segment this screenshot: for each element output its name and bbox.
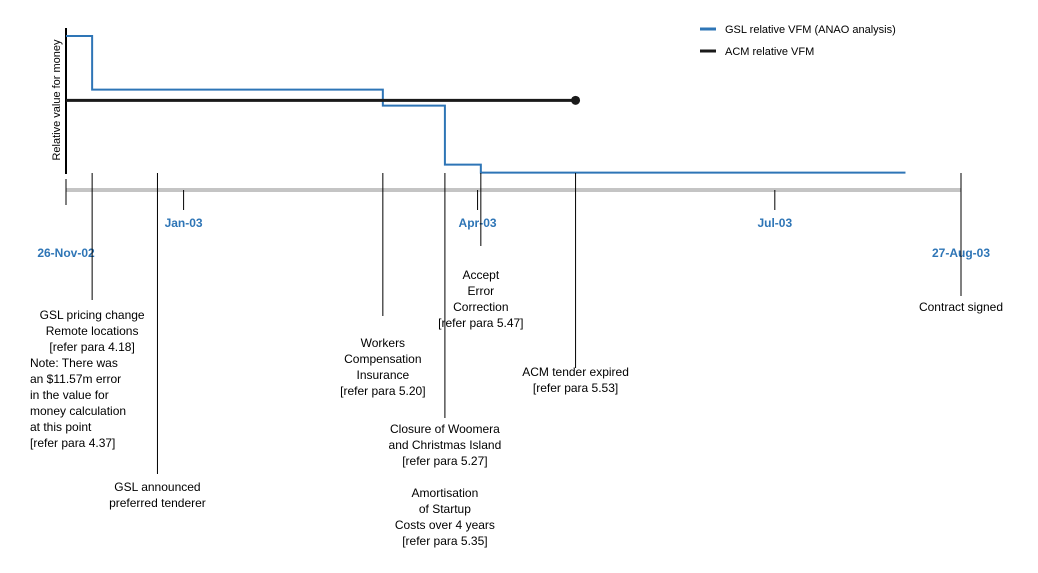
annotation-text: [refer para 5.53] (533, 381, 618, 395)
tick-label: Apr-03 (459, 216, 497, 230)
annotation-text: Workers (361, 336, 405, 350)
annotation-text: ACM tender expired (522, 365, 629, 379)
series-group (66, 35, 906, 174)
annotation-text: [refer para 5.47] (438, 316, 523, 330)
annotation-text: and Christmas Island (389, 438, 502, 452)
annotation-note-text: at this point (30, 420, 92, 434)
annotation-text: [refer para 4.18] (49, 340, 134, 354)
annotation-text: Amortisation (412, 486, 479, 500)
tick-label: Jan-03 (165, 216, 203, 230)
axes-group: Relative value for money (51, 28, 961, 192)
annotation-text: of Startup (419, 502, 471, 516)
annotation-note-text: [refer para 4.37] (30, 436, 115, 450)
annotation-text: preferred tenderer (109, 496, 206, 510)
y-axis-label: Relative value for money (51, 39, 63, 161)
annotation-text: Contract signed (919, 300, 1003, 314)
acm-end-point (571, 95, 581, 105)
annotation-text: GSL pricing change (40, 308, 145, 322)
annotation-text: Error (467, 284, 494, 298)
annotation-text: Insurance (356, 368, 409, 382)
annotation-text: GSL announced (114, 480, 200, 494)
annotation-text: [refer para 5.27] (402, 454, 487, 468)
annotation-note-text: an $11.57m error (30, 372, 121, 386)
legend-label: GSL relative VFM (ANAO analysis) (725, 24, 896, 36)
annotation-text: Costs over 4 years (395, 518, 495, 532)
tick-label: Jul-03 (757, 216, 792, 230)
gsl-vfm-line (66, 35, 906, 174)
annotation-text: [refer para 5.35] (402, 534, 487, 548)
annotation-text: Remote locations (46, 324, 139, 338)
annotation-note-text: in the value for (30, 388, 109, 402)
legend-group: GSL relative VFM (ANAO analysis) ACM rela… (700, 24, 896, 58)
legend-label: ACM relative VFM (725, 46, 814, 58)
annotation-text: Correction (453, 300, 508, 314)
annotation-note-text: money calculation (30, 404, 126, 418)
annotation-note-text: Note: There was (30, 356, 118, 370)
tick-label: 26-Nov-02 (37, 246, 95, 260)
annotation-text: [refer para 5.20] (340, 384, 425, 398)
annotation-text: Accept (462, 268, 499, 282)
annotation-text: Compensation (344, 352, 421, 366)
annotation-text: Closure of Woomera (390, 422, 500, 436)
